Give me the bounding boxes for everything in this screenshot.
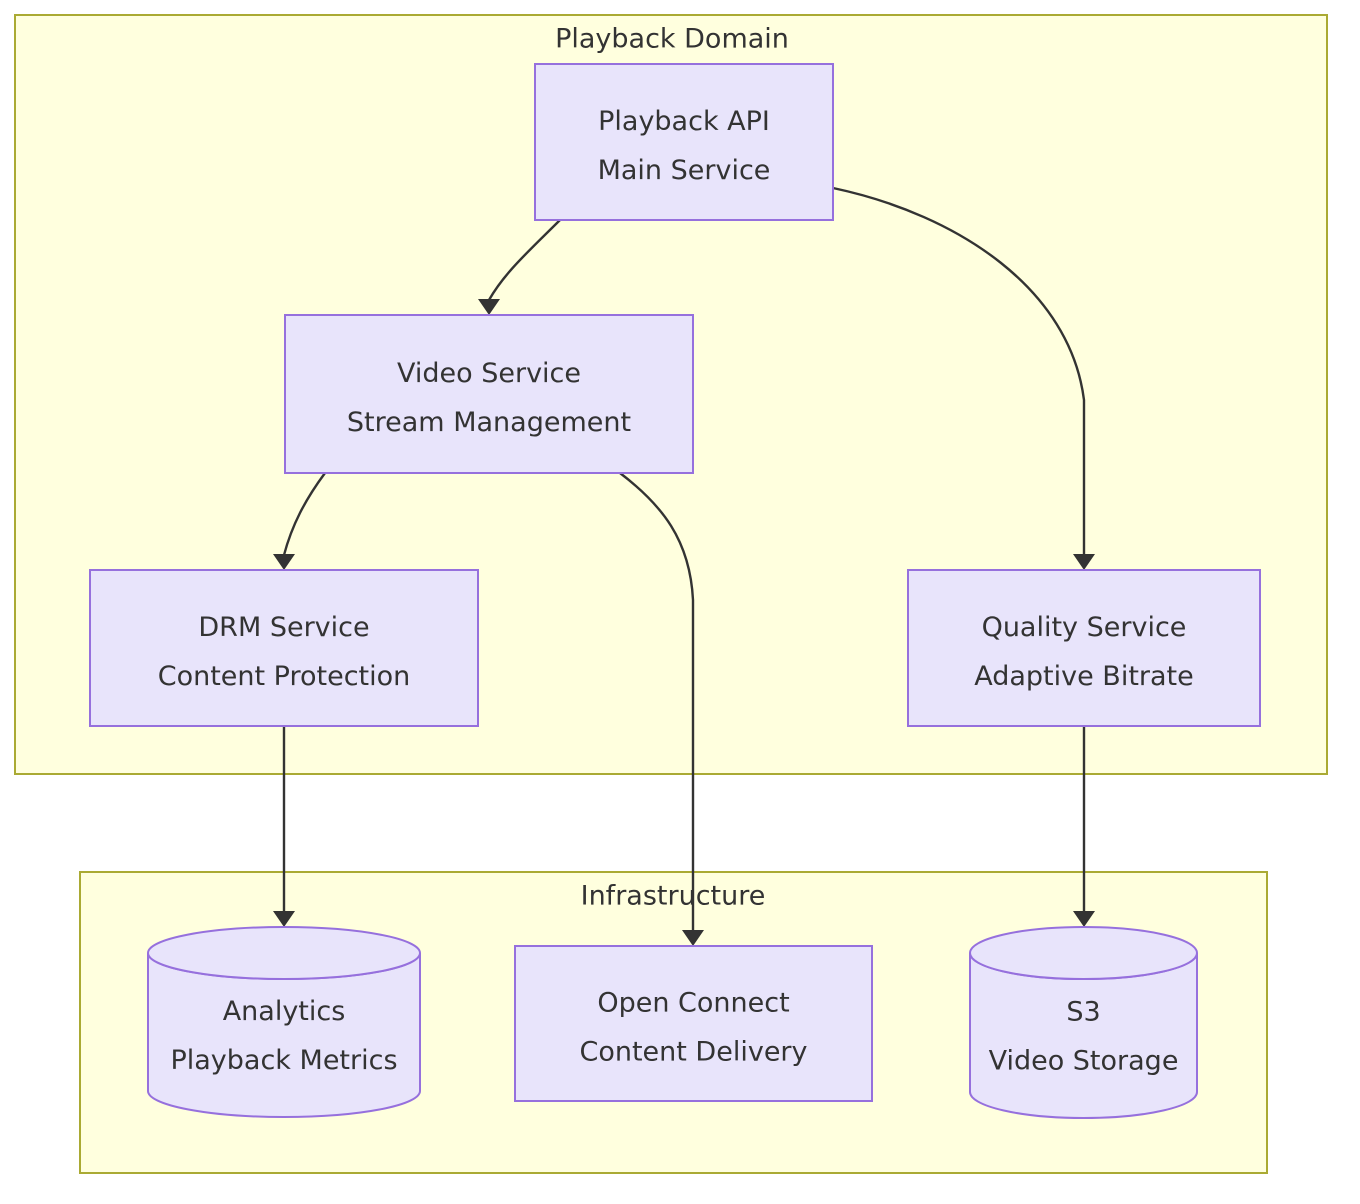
edges-layer (273, 186, 1095, 946)
edge-video-service-to-open-connect-arrowhead (682, 930, 704, 946)
edge-playback-api-to-quality-service-arrowhead (1073, 554, 1095, 570)
node-quality-service-subtitle: Adaptive Bitrate (974, 661, 1194, 692)
node-drm-service-title: DRM Service (198, 612, 369, 643)
cluster-infrastructure-title: Infrastructure (581, 881, 766, 912)
node-drm-service-box[interactable] (89, 569, 479, 727)
node-open-connect[interactable]: Open Connect Content Delivery (514, 945, 873, 1102)
edge-playback-api-to-quality-service (832, 186, 1086, 555)
node-open-connect-title: Open Connect (597, 988, 789, 1019)
node-playback-api-title: Playback API (598, 106, 770, 137)
node-drm-service-subtitle: Content Protection (158, 661, 411, 692)
node-quality-service-title: Quality Service (982, 612, 1187, 643)
node-analytics[interactable]: Analytics Playback Metrics (146, 926, 422, 1118)
node-video-service-box[interactable] (284, 314, 694, 474)
edge-playback-api-to-video-service-arrowhead (478, 299, 500, 315)
node-s3-cylinder-top (968, 926, 1199, 980)
edge-quality-service-to-s3-arrowhead (1073, 911, 1095, 927)
node-open-connect-box[interactable] (514, 945, 873, 1102)
node-video-service-title: Video Service (397, 358, 581, 389)
node-analytics-title: Analytics (223, 996, 346, 1027)
node-analytics-subtitle: Playback Metrics (170, 1045, 397, 1076)
node-drm-service[interactable]: DRM Service Content Protection (89, 569, 479, 727)
node-playback-api[interactable]: Playback API Main Service (534, 63, 834, 221)
node-open-connect-subtitle: Content Delivery (579, 1037, 807, 1068)
edge-video-service-to-open-connect (619, 472, 695, 931)
cluster-playback-domain-title: Playback Domain (555, 24, 789, 55)
node-quality-service[interactable]: Quality Service Adaptive Bitrate (907, 569, 1261, 727)
node-playback-api-box[interactable] (534, 63, 834, 221)
node-s3[interactable]: S3 Video Storage (968, 926, 1199, 1119)
node-s3-subtitle: Video Storage (989, 1046, 1179, 1077)
node-video-service-subtitle: Stream Management (347, 407, 631, 438)
node-playback-api-subtitle: Main Service (598, 155, 771, 186)
node-s3-title: S3 (1066, 997, 1100, 1028)
edge-playback-api-to-video-service (487, 219, 561, 301)
node-quality-service-box[interactable] (907, 569, 1261, 727)
edge-video-service-to-drm-service-arrowhead (273, 554, 295, 570)
node-video-service[interactable]: Video Service Stream Management (284, 314, 694, 474)
node-analytics-cylinder-top (146, 926, 422, 980)
edge-drm-service-to-analytics-arrowhead (273, 911, 295, 927)
edge-video-service-to-drm-service (282, 472, 326, 556)
